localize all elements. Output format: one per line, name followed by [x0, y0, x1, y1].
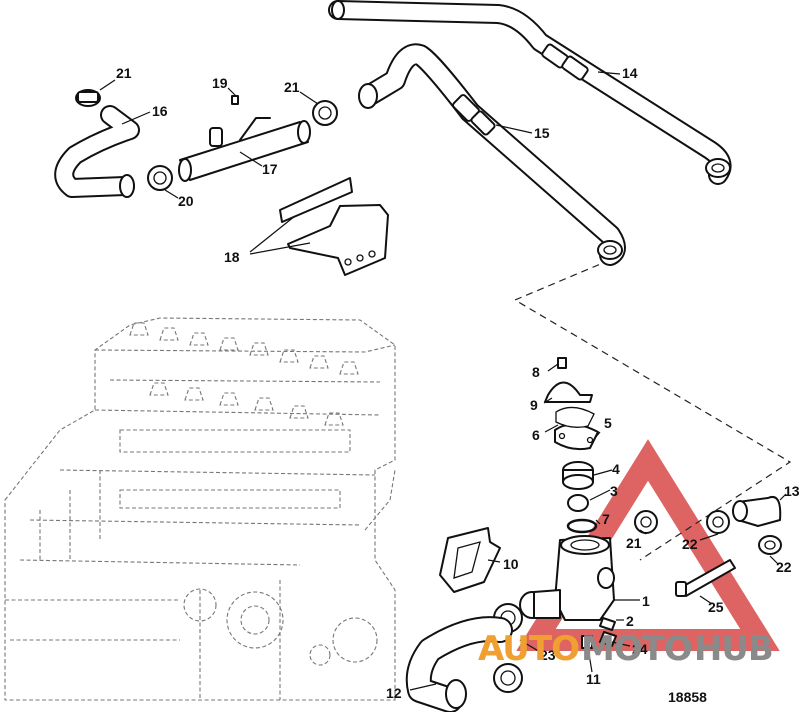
- part-6-gasket: [555, 406, 595, 428]
- callout-24: 24: [632, 641, 648, 657]
- callout-21: 21: [626, 535, 642, 551]
- hose-routing-dashed-line: [513, 259, 792, 561]
- callout-6: 6: [532, 427, 540, 443]
- callout-13: 13: [784, 483, 800, 499]
- part-15-hose: [358, 43, 626, 266]
- callout-3: 3: [610, 483, 618, 499]
- callout-23: 23: [540, 647, 556, 663]
- part-1-thermostat-housing: [519, 535, 615, 621]
- callout-8: 8: [532, 364, 540, 380]
- part-16-hose: [54, 105, 140, 198]
- part-20-hose-clamp: [147, 165, 173, 191]
- part-13-elbow: [732, 496, 782, 527]
- part-12-hose: [405, 616, 513, 712]
- part-22-hose-clamp-b: [758, 535, 782, 555]
- part-8-bolt: [557, 357, 567, 369]
- callout-17: 17: [262, 161, 278, 177]
- callout-1: 1: [642, 593, 650, 609]
- callout-21: 21: [284, 79, 300, 95]
- part-21-hose-clamp: [75, 89, 101, 107]
- cylinder-head-studs: [129, 322, 359, 426]
- callout-labels: 21 16 19 21 17 20 18 14 15 8 9 6 5 4 3 7…: [116, 65, 800, 701]
- callout-21: 21: [116, 65, 132, 81]
- part-19-bolt: [231, 95, 239, 105]
- part-2-fitting: [599, 617, 616, 631]
- callout-10: 10: [503, 556, 519, 572]
- part-21-hose-clamp-lower: [634, 510, 658, 534]
- callout-19: 19: [212, 75, 228, 91]
- callout-2: 2: [626, 613, 634, 629]
- callout-12: 12: [386, 685, 402, 701]
- svg-text:AUTOMOTOHUB: AUTOMOTOHUB: [478, 629, 773, 669]
- part-7-o-ring: [566, 518, 598, 534]
- part-22-hose-clamp-a: [706, 510, 730, 534]
- part-14-hose: [328, 0, 732, 185]
- callout-20: 20: [178, 193, 194, 209]
- part-3-thermostat: [567, 494, 589, 512]
- callout-11: 11: [586, 671, 601, 687]
- part-18-brackets: [279, 177, 389, 276]
- callout-25: 25: [708, 599, 724, 615]
- callout-9: 9: [530, 397, 538, 413]
- part-21-hose-clamp-upper: [312, 100, 338, 126]
- watermark-auto: AUTO: [478, 629, 579, 669]
- watermark-hub: HUB: [694, 629, 773, 669]
- callout-16: 16: [152, 103, 168, 119]
- callout-22: 22: [682, 536, 698, 552]
- callout-5: 5: [604, 415, 612, 431]
- part-9-bracket: [544, 381, 593, 403]
- part-4-thermostat-cap: [562, 461, 594, 490]
- part-5-cover-plate: [554, 423, 599, 451]
- diagram-reference-number: 18858: [668, 689, 707, 705]
- part-17-coolant-tube: [178, 117, 311, 182]
- part-11-drain-plug: [581, 635, 593, 649]
- callout-22: 22: [776, 559, 792, 575]
- callout-15: 15: [534, 125, 550, 141]
- part-25-sensor: [675, 559, 736, 597]
- callout-18: 18: [224, 249, 240, 265]
- callout-14: 14: [622, 65, 638, 81]
- engine-block-outline: [4, 317, 396, 701]
- leader-lines: [99, 71, 787, 691]
- watermark-wordmark: AUTOMOTOHUB: [478, 629, 774, 669]
- watermark-moto: MOTO: [581, 629, 692, 669]
- hose-clamp-icon: [470, 110, 496, 136]
- part-10-gasket: [439, 527, 501, 593]
- callout-4: 4: [612, 461, 620, 477]
- hose-clamp-icon: [561, 55, 589, 81]
- callout-7: 7: [602, 511, 610, 527]
